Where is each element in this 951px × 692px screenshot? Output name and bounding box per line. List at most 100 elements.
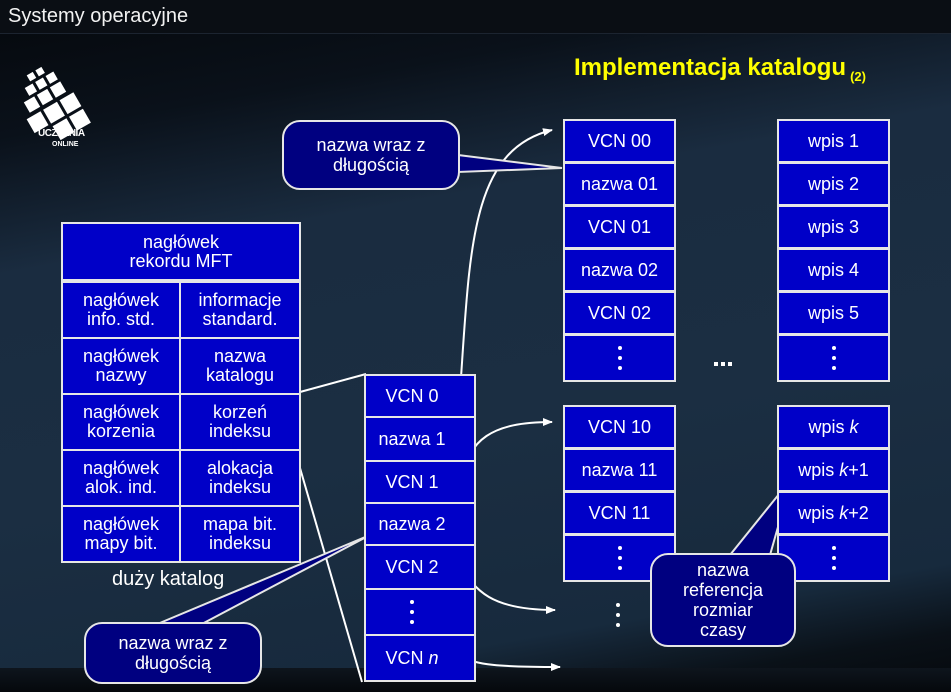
callout-line: długością [134,653,212,673]
cell-text: VCN 10 [587,416,652,437]
cell-line: nazwa [213,346,267,366]
index-block-cell [563,334,676,382]
cell-text: nazwa 01 [580,173,659,194]
cell-line: indeksu [208,533,272,553]
cell-text: VCN 0 [385,385,439,406]
cell-line: korzenia [86,421,156,441]
cell-line: nagłówek [82,290,160,310]
index-root-cell: VCN 0 [364,374,476,418]
cell-text: wpis 1 [807,130,860,151]
cell-line: mapy bit. [84,533,158,553]
entry-cell: wpis k+1 [777,448,890,492]
cell-text: VCN 01 [587,216,652,237]
cell-line: rekordu MFT [129,250,233,271]
cell-text: nazwa 02 [580,259,659,280]
cell-line: indeksu [208,421,272,441]
entry-cell: wpis 5 [777,291,890,335]
cell-line: nagłówek [82,402,160,422]
index-root-cell: nazwa 2 [364,502,476,546]
horizontal-ellipsis [714,362,732,366]
bracket-line-bottom [299,467,363,683]
index-block-cell: nazwa 01 [563,162,676,206]
cell-text: wpis k+1 [798,459,869,480]
entry-cell [777,534,890,582]
callout-entry-fields: nazwa referencja rozmiar czasy [650,553,796,647]
bracket-line-top [299,373,367,393]
cell-text: VCN 2 [385,556,439,577]
cell-line: nagłówek [82,514,160,534]
entry-cell: wpis k+2 [777,491,890,535]
index-root-cell: nazwa 1 [364,416,476,462]
checkered-grid-logo-icon [23,66,91,141]
index-block-cell: VCN 01 [563,205,676,249]
entry-cell: wpis 3 [777,205,890,249]
index-block-cell: nazwa 02 [563,248,676,292]
cell-line: mapa bit. [202,514,278,534]
cell-text: VCN n [385,647,439,668]
cell-text: wpis k [808,416,859,437]
entry-cell: wpis k [777,405,890,449]
callout-line: długością [332,155,410,175]
cell-line: nagłówek [142,231,220,252]
callout-line: rozmiar [692,600,753,620]
cell-line: informacje [198,290,282,310]
arrow-vcn0 [459,128,553,393]
vertical-ellipsis [617,546,622,570]
entry-cell: wpis 1 [777,119,890,163]
logo-subtext: ONLINE [52,141,79,148]
cell-line: korzeń [212,402,267,422]
index-block-cell: VCN 10 [563,405,676,449]
callout-line: nazwa wraz z [316,135,426,155]
cell-text: VCN 11 [588,502,651,523]
cell-line: nagłówek [82,458,160,478]
cell-text: wpis 5 [807,302,860,323]
slide-title-suffix: (2) [850,69,866,84]
cell-line: nazwy [95,365,147,385]
cell-text: wpis 4 [807,259,860,280]
cell-line: indeksu [208,477,272,497]
app-title: Systemy operacyjne [8,5,189,27]
vertical-ellipsis [617,346,622,370]
callout-line: czasy [699,620,746,640]
cell-text: nazwa 1 [378,428,446,449]
index-block-cell: nazwa 11 [563,448,676,492]
cell-text: VCN 02 [587,302,652,323]
callout-top-tail [457,153,563,174]
entry-cell: wpis 2 [777,162,890,206]
slide-title-text: Implementacja katalogu [574,54,847,81]
cell-text: nazwa 2 [378,513,446,534]
callout-line: nazwa wraz z [118,633,228,653]
logo-text: UCZELNIA [38,128,85,139]
cell-line: info. std. [86,309,156,329]
cell-text: nazwa 11 [581,459,658,480]
top-bar: Systemy operacyjne [0,0,951,34]
large-directory-caption: duży katalog [112,568,225,590]
cell-text: wpis 3 [807,216,860,237]
slide-title: Implementacja katalogu(2) [574,54,866,84]
callout-line: referencja [682,580,764,600]
vertical-ellipsis [410,600,414,624]
vertical-ellipsis [831,346,836,370]
index-root-cell: VCN 1 [364,460,476,504]
index-root-cell [364,588,476,636]
more-blocks-dots [616,603,620,627]
cell-line: alokacja [206,458,274,478]
index-root-cell: VCN 2 [364,544,476,590]
vertical-ellipsis [831,546,836,570]
index-block-cell: VCN 02 [563,291,676,335]
mft-right-cell: mapa bit.indeksu [179,505,301,563]
cell-text: wpis 2 [807,173,860,194]
cell-line: katalogu [205,365,275,385]
